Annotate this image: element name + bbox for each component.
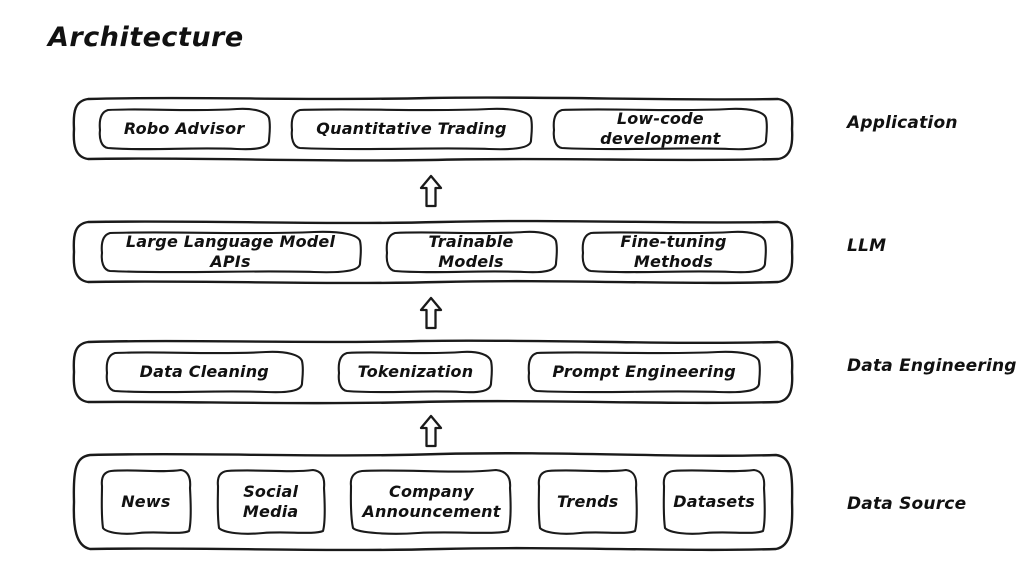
layer-caption-data-source: Data Source (847, 494, 967, 514)
up-arrow-glyph (419, 414, 443, 448)
node-label: Quantitative Trading (316, 119, 507, 139)
node-news[interactable]: News (99, 468, 193, 536)
layer-caption-llm: LLM (847, 236, 887, 256)
node-label: Fine-tuning Methods (620, 232, 727, 271)
node-fine-tuning-methods[interactable]: Fine-tuning Methods (580, 230, 768, 274)
node-label: Low-code development (600, 109, 721, 148)
node-robo-advisor[interactable]: Robo Advisor (97, 107, 272, 151)
node-label: Prompt Engineering (552, 362, 736, 382)
node-quantitative-trading[interactable]: Quantitative Trading (289, 107, 534, 151)
layer-panel-application[interactable]: Robo Advisor Quantitative Trading Low-co… (70, 95, 796, 163)
node-label: Robo Advisor (123, 119, 245, 139)
node-label: Company Announcement (362, 482, 501, 521)
node-trends[interactable]: Trends (536, 468, 639, 536)
up-arrow-icon (418, 414, 444, 448)
node-label: Large Language Model APIs (125, 232, 336, 271)
up-arrow-glyph (419, 174, 443, 208)
node-trainable-models[interactable]: Trainable Models (384, 230, 559, 274)
node-company-announcement[interactable]: Company Announcement (348, 468, 514, 536)
node-label: Data Cleaning (139, 362, 269, 382)
node-data-cleaning[interactable]: Data Cleaning (104, 350, 305, 394)
node-prompt-engineering[interactable]: Prompt Engineering (526, 350, 762, 394)
node-social-media[interactable]: Social Media (215, 468, 327, 536)
layer-data-source: News Social Media Company Announcement (0, 450, 1024, 554)
layer-data-engineering: Data Cleaning Tokenization Prompt Engine… (0, 338, 1024, 406)
node-label: Trends (557, 492, 619, 512)
layer-application: Robo Advisor Quantitative Trading Low-co… (0, 95, 1024, 163)
node-label: News (121, 492, 171, 512)
page-title: Architecture (48, 22, 244, 53)
node-low-code-development[interactable]: Low-code development (551, 107, 769, 151)
node-label: Tokenization (357, 362, 474, 382)
up-arrow-icon (418, 296, 444, 330)
layer-caption-data-engineering: Data Engineering (847, 356, 1017, 376)
node-label: Social Media (242, 482, 299, 521)
node-label: Datasets (673, 492, 755, 512)
layer-llm: Large Language Model APIs Trainable Mode… (0, 218, 1024, 286)
layer-panel-llm[interactable]: Large Language Model APIs Trainable Mode… (70, 218, 796, 286)
layer-caption-application: Application (847, 113, 958, 133)
layer-panel-data-engineering[interactable]: Data Cleaning Tokenization Prompt Engine… (70, 338, 796, 406)
layer-panel-data-source[interactable]: News Social Media Company Announcement (70, 450, 796, 554)
node-label: Trainable Models (428, 232, 514, 271)
up-arrow-icon (418, 174, 444, 208)
node-datasets[interactable]: Datasets (661, 468, 767, 536)
node-large-language-model-apis[interactable]: Large Language Model APIs (99, 230, 363, 274)
node-tokenization[interactable]: Tokenization (336, 350, 494, 394)
up-arrow-glyph (419, 296, 443, 330)
